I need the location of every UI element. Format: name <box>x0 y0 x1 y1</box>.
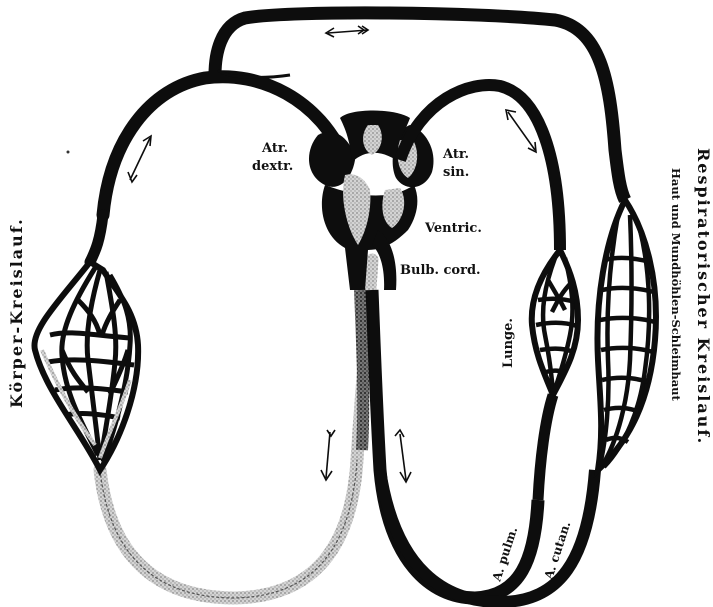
label-haut-mundhoehlen: Haut und Mundhöhlen-Schleimhaut <box>669 168 683 402</box>
label-koerper-kreislauf: Körper-Kreislauf. <box>7 217 26 408</box>
arrow-top <box>326 26 368 37</box>
label-bulb-cord: Bulb. cord. <box>400 263 481 278</box>
aorta-mixed <box>360 290 363 450</box>
systemic-vessel-left-upper <box>90 215 103 262</box>
lung-capillary-network <box>532 250 578 500</box>
systemic-vein-upper <box>103 77 345 215</box>
label-atr-sin-1: Atr. <box>442 147 469 162</box>
systemic-vessel-lower-edge <box>100 460 357 598</box>
flow-arrows <box>128 26 536 482</box>
arrow-center-right <box>395 430 411 482</box>
label-lunge: Lunge. <box>501 318 516 368</box>
label-atr-dextr-1: Atr. <box>261 141 288 156</box>
arrow-systemic-upper <box>128 136 151 182</box>
label-atr-dextr-2: dextr. <box>252 159 293 174</box>
skin-capillary-network <box>597 200 655 470</box>
lung-to-pulm-artery <box>538 395 553 500</box>
arrow-center-left <box>321 430 335 480</box>
label-atr-sin-2: sin. <box>443 165 469 180</box>
systemic-vessel-lower <box>100 260 372 598</box>
label-ventric: Ventric. <box>424 221 482 236</box>
speck <box>67 151 70 154</box>
label-respiratorischer-kreislauf: Respiratorischer Kreislauf. <box>694 148 713 445</box>
body-capillary-network <box>34 262 138 470</box>
